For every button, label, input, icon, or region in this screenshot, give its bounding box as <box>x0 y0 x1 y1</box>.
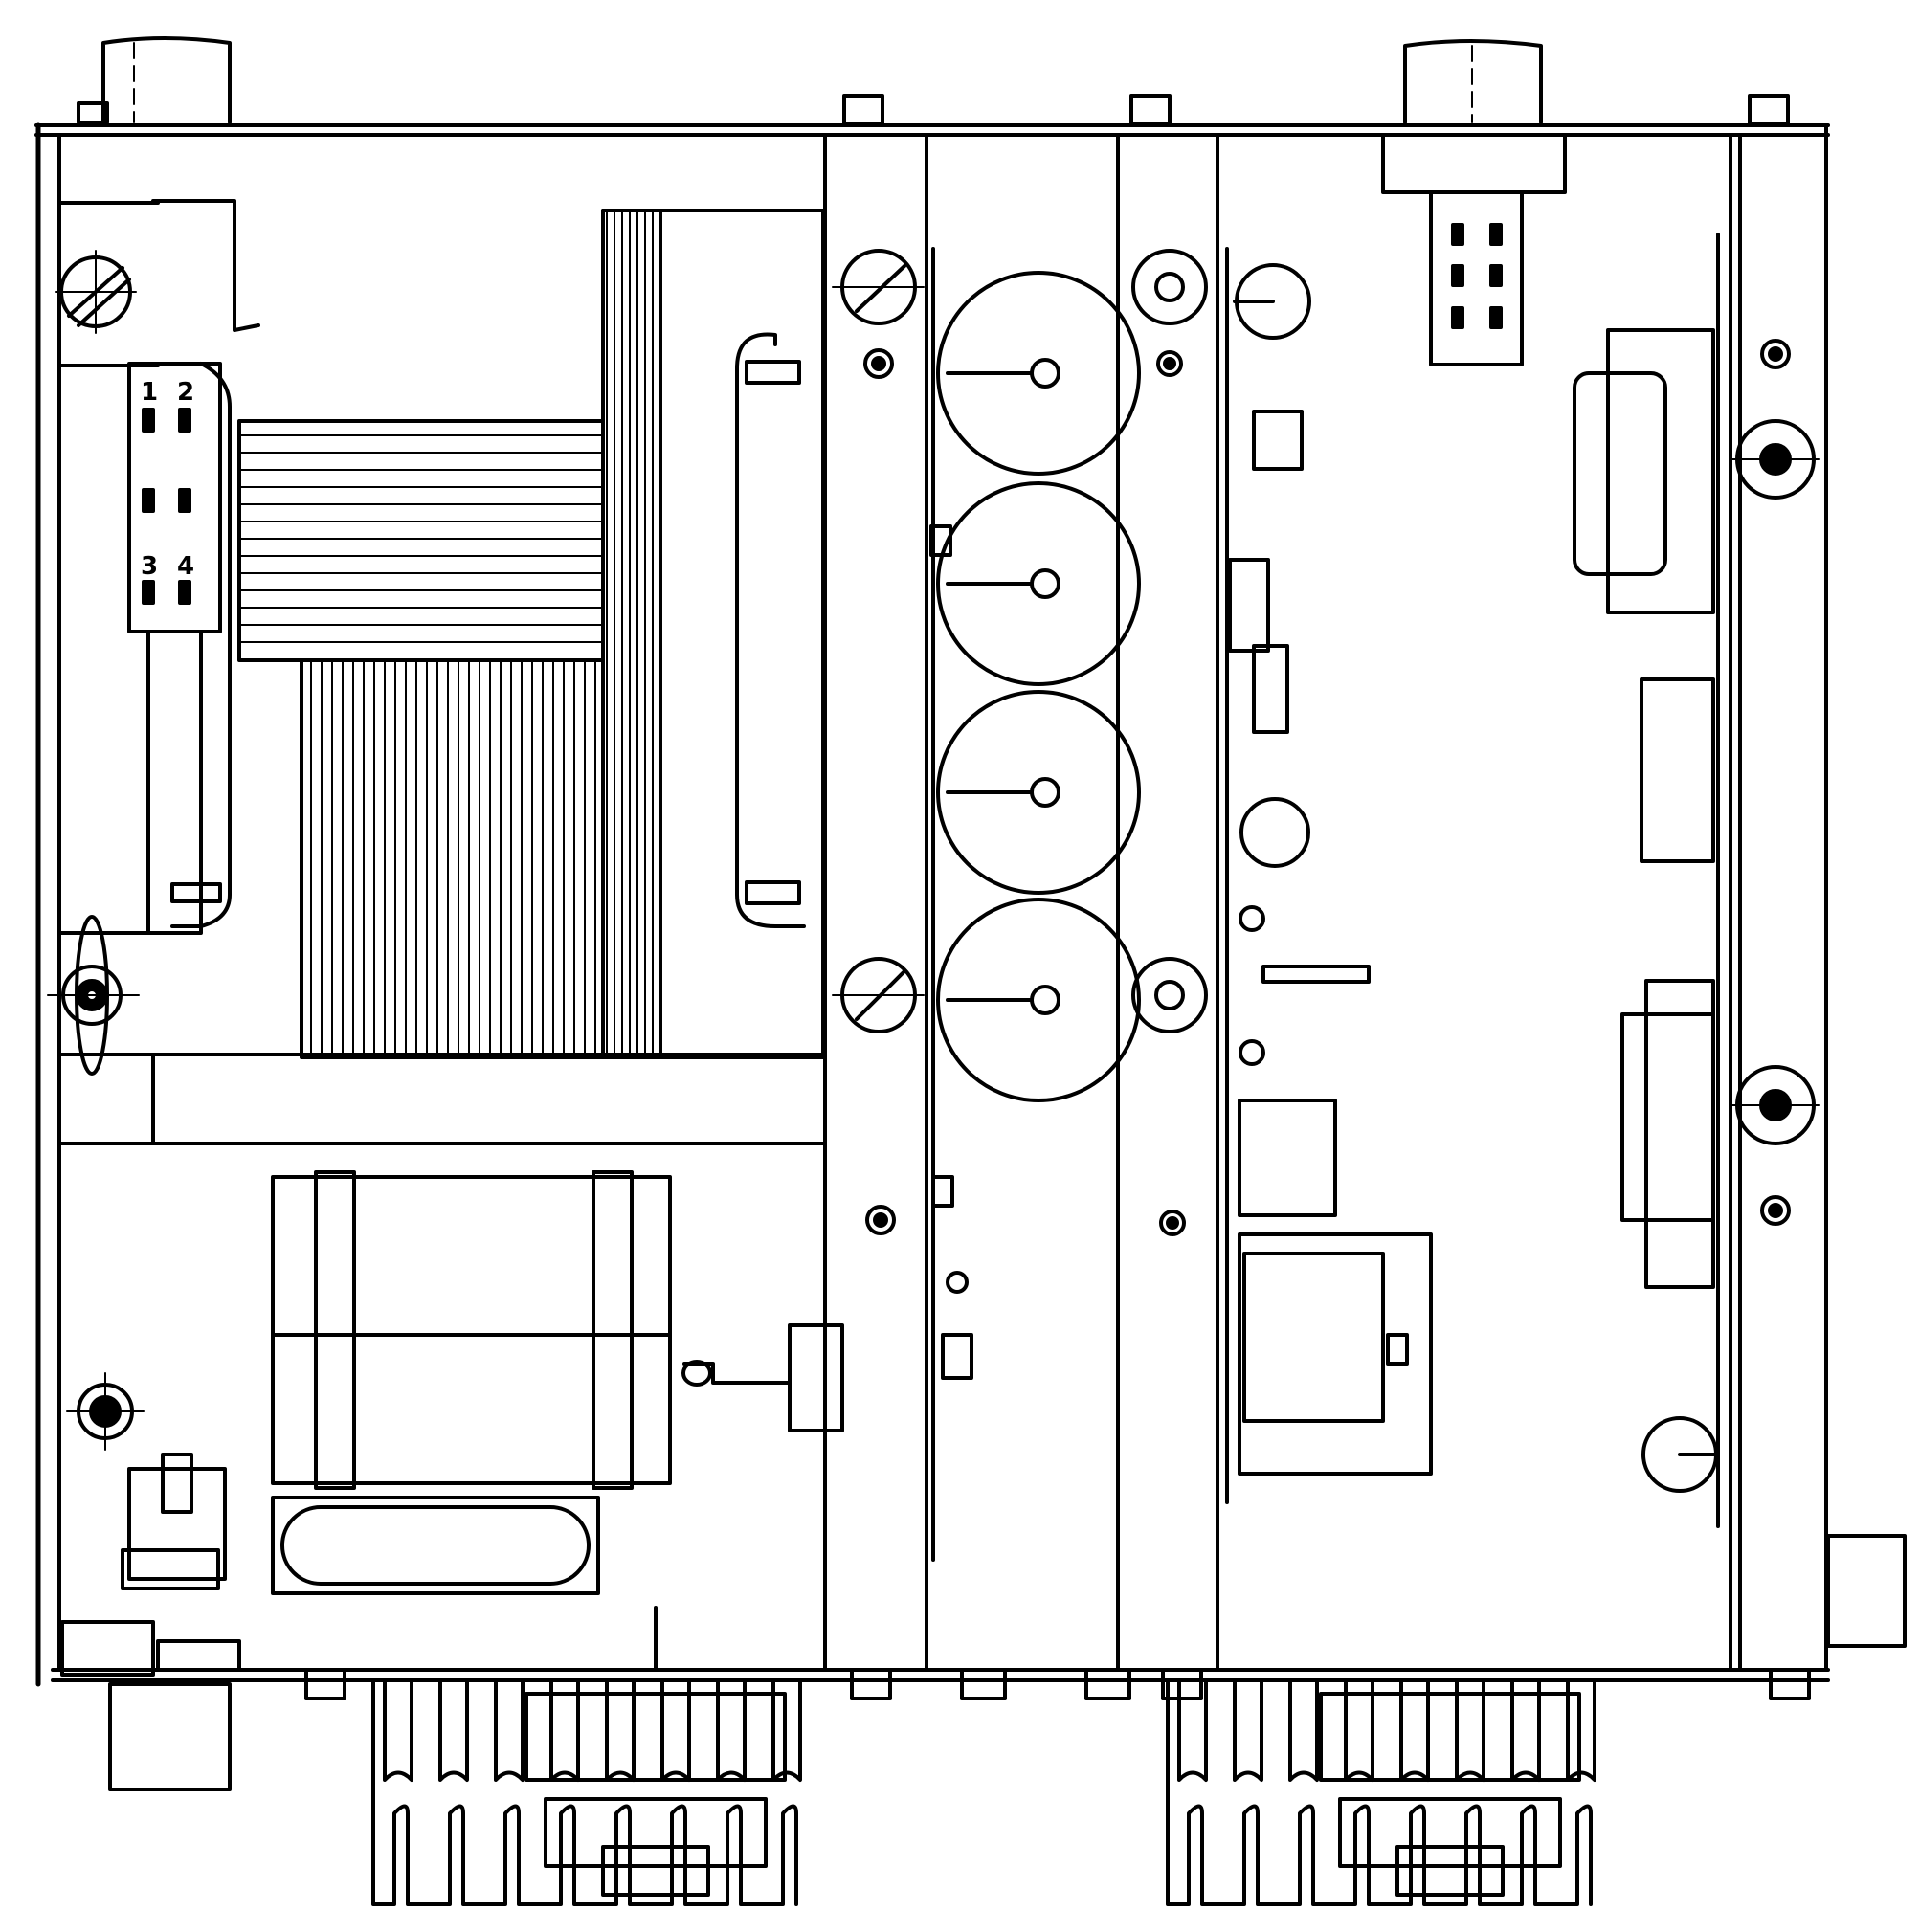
right-screws <box>1731 339 1820 1226</box>
middle-rail-right <box>1116 133 1229 1672</box>
right-rail-components <box>1131 249 1433 1476</box>
electrolytic-capacitors <box>936 271 1141 1102</box>
connector-top <box>1381 133 1567 366</box>
terminal-label-3: 3 <box>141 552 158 581</box>
coil-windings <box>240 434 602 660</box>
top-knob-right <box>1403 39 1543 124</box>
core-laminations <box>606 211 654 1056</box>
right-components <box>1573 328 1720 1493</box>
transformer <box>237 209 825 1059</box>
middle-rail-left <box>823 133 935 1672</box>
terminal-label-4: 4 <box>177 552 194 581</box>
middle-screws <box>832 249 925 1235</box>
heatsink-right <box>1166 1678 1596 1906</box>
handle <box>735 332 806 928</box>
choke <box>271 1170 672 1490</box>
terminal-label-1: 1 <box>141 378 158 407</box>
bottom-nuts <box>304 1668 1811 1700</box>
mid-small-parts <box>929 524 973 1380</box>
chassis-frame <box>34 122 1830 1687</box>
terminal-label-2: 2 <box>177 378 194 407</box>
core-fins <box>310 661 596 1056</box>
lug-terminal <box>681 1323 844 1432</box>
terminal-block: 1 2 3 4 <box>127 362 232 935</box>
heatsink-left <box>371 1678 802 1906</box>
top-knob-left <box>77 36 232 124</box>
left-panel <box>57 199 825 1145</box>
small-relay <box>60 1453 658 1791</box>
right-panel <box>1716 133 1742 1672</box>
right-side-plug <box>1826 1534 1907 1648</box>
top-nuts <box>842 94 1790 126</box>
left-screws <box>47 250 145 1451</box>
oval-capacitor <box>271 1496 600 1595</box>
